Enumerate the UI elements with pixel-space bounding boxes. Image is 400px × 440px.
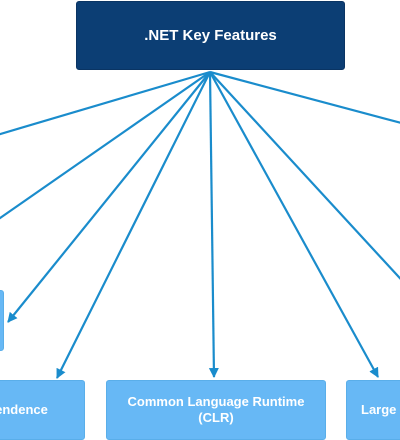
edge-to-clr (208, 71, 219, 378)
child-label-clr: Common Language Runtime (CLR) (127, 394, 305, 425)
child-label-platform: pendence (0, 402, 48, 417)
child-label-large: Large (361, 402, 397, 417)
child-node-large[interactable]: Large (346, 380, 400, 440)
edge-to-large (209, 71, 379, 378)
root-label: .NET Key Features (144, 27, 277, 44)
edge-to-offscreen-right-2 (209, 71, 400, 280)
edge-to-offscreen-left-1 (0, 70, 211, 136)
child-node-platform[interactable]: pendence (0, 380, 85, 440)
edge-to-left-partial (7, 71, 211, 323)
edge-to-offscreen-left-2 (0, 71, 211, 220)
root-node[interactable]: .NET Key Features (76, 1, 345, 70)
edge-to-platform (56, 71, 211, 379)
edge-to-offscreen-right-1 (209, 70, 400, 124)
child-node-left-partial[interactable] (0, 290, 4, 351)
child-node-clr[interactable]: Common Language Runtime (CLR) (106, 380, 326, 440)
